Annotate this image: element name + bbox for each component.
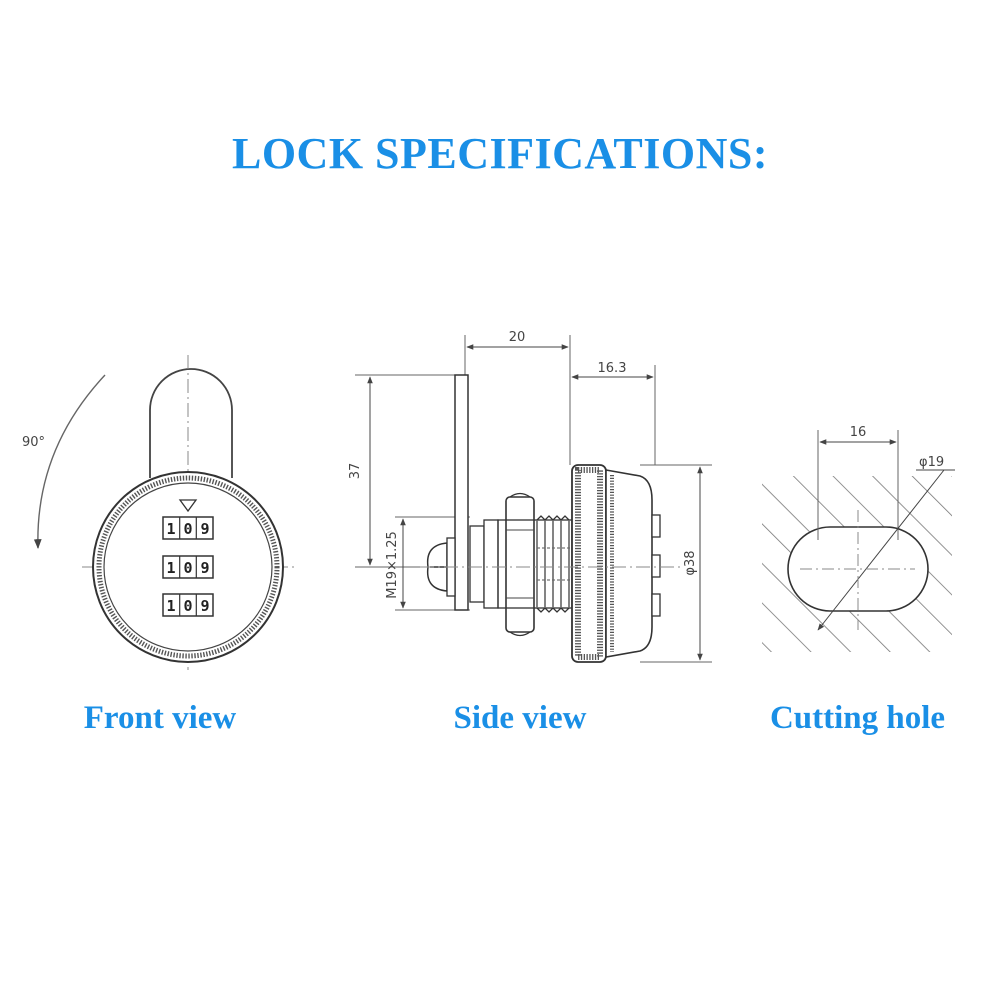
dial-digit: 0 bbox=[183, 597, 192, 615]
dial-digit: 9 bbox=[200, 559, 209, 577]
cam-arm bbox=[149, 368, 233, 478]
dim-depth-label: 16.3 bbox=[598, 361, 627, 376]
cam-plate bbox=[454, 374, 469, 611]
rotation-arrow bbox=[33, 374, 106, 549]
front-view-drawing: 90° 1 0 9 1 0 9 bbox=[22, 355, 295, 670]
rotation-label: 90° bbox=[22, 435, 45, 450]
side-view-drawing: 20 16.3 37 M19×1.25 φ38 bbox=[348, 330, 712, 663]
dial-digit: 1 bbox=[166, 520, 175, 538]
hole-flat-label: 16 bbox=[850, 425, 867, 440]
hex-nut bbox=[505, 492, 535, 637]
dim-height-label: 37 bbox=[348, 463, 363, 480]
lock-body-side bbox=[571, 464, 661, 663]
dim-width-label: 20 bbox=[509, 330, 526, 345]
cutting-hole-drawing: 16 φ19 bbox=[762, 425, 955, 652]
side-view-caption: Side view bbox=[453, 700, 587, 736]
dial-row-3: 1 0 9 bbox=[162, 593, 214, 617]
front-view-caption: Front view bbox=[83, 700, 237, 736]
dial-digit: 9 bbox=[200, 520, 209, 538]
dim-diameter-label: φ38 bbox=[683, 550, 698, 575]
cut-hole bbox=[787, 526, 929, 612]
cutting-hole-caption: Cutting hole bbox=[769, 700, 946, 736]
page-title: LOCK SPECIFICATIONS: bbox=[231, 129, 769, 178]
dial-digit: 1 bbox=[166, 559, 175, 577]
dim-thread-label: M19×1.25 bbox=[385, 531, 400, 599]
indicator-triangle-icon bbox=[178, 499, 198, 513]
hole-diameter-label: φ19 bbox=[919, 455, 944, 470]
dial-row-2: 1 0 9 bbox=[162, 555, 214, 579]
dial-digit: 9 bbox=[200, 597, 209, 615]
dial-digit: 0 bbox=[183, 559, 192, 577]
knurled-ring bbox=[96, 475, 280, 659]
dial-row-1: 1 0 9 bbox=[162, 516, 214, 540]
dial-digit: 0 bbox=[183, 520, 192, 538]
dial-digit: 1 bbox=[166, 597, 175, 615]
